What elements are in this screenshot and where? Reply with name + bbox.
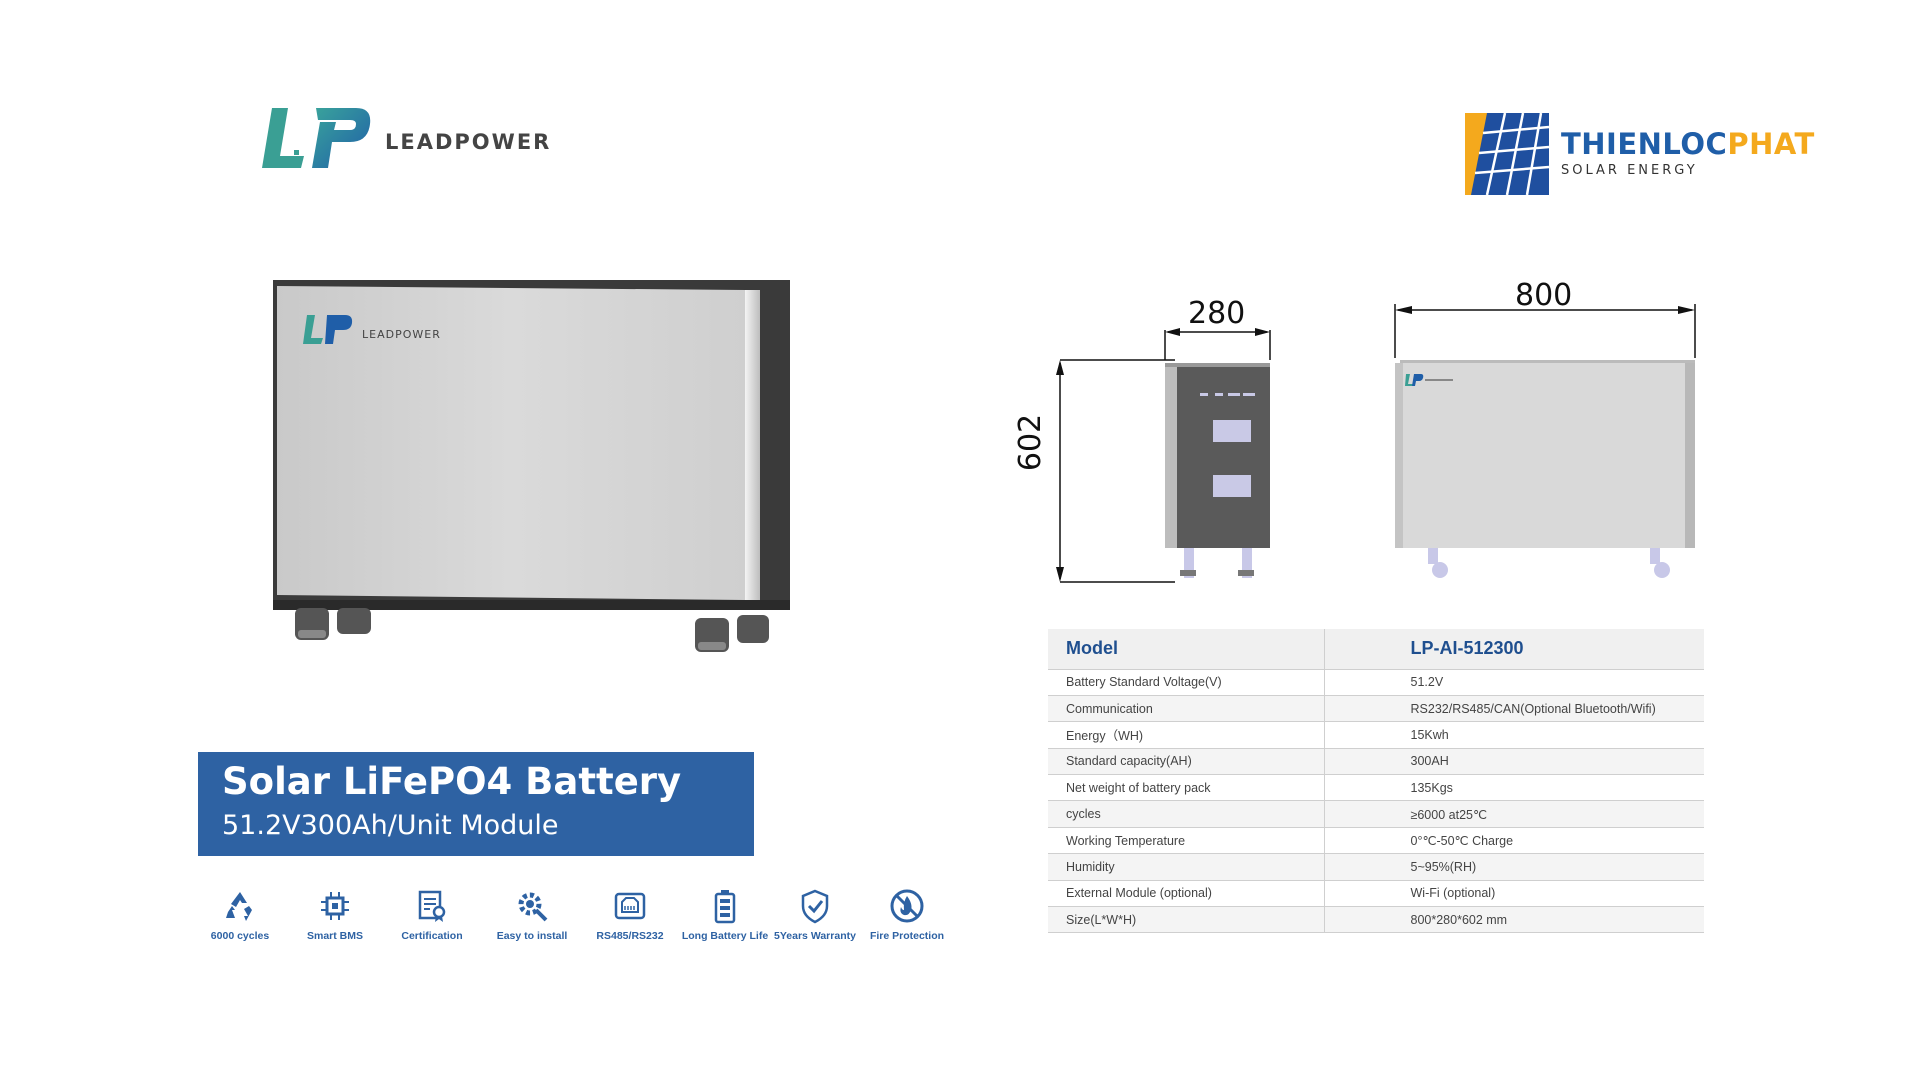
feature-item: Easy to install — [482, 888, 582, 942]
table-row: Battery Standard Voltage(V)51.2V — [1048, 669, 1704, 696]
spec-header-model: LP-AI-512300 — [1324, 629, 1704, 670]
solar-panel-icon — [1465, 112, 1550, 196]
feature-item: RS485/RS232 — [580, 888, 680, 942]
feature-label: RS485/RS232 — [596, 930, 664, 942]
spec-key: Energy（WH) — [1048, 721, 1325, 749]
dim-length-label: 800 — [1515, 278, 1573, 313]
leadpower-logo: LEADPOWER — [260, 100, 560, 180]
spec-key: Battery Standard Voltage(V) — [1048, 669, 1325, 696]
spec-table: Model LP-AI-512300 Battery Standard Volt… — [1048, 629, 1704, 934]
feature-item: Fire Protection — [857, 888, 957, 942]
product-front-logo-text: LEADPOWER — [362, 328, 441, 341]
spec-key: Communication — [1048, 695, 1325, 723]
feature-label: 6000 cycles — [210, 930, 270, 942]
table-row: cycles≥6000 at25℃ — [1048, 800, 1704, 828]
spec-value: Wi-Fi (optional) — [1324, 880, 1704, 908]
feature-label: Certification — [401, 930, 463, 942]
port-icon — [614, 892, 646, 920]
spec-value: 800*280*602 mm — [1324, 906, 1704, 934]
feature-label: Smart BMS — [306, 930, 363, 942]
spec-key: cycles — [1048, 800, 1325, 828]
feature-item: Smart BMS — [285, 888, 385, 942]
spec-header-label: Model — [1048, 629, 1325, 670]
spec-key: Size(L*W*H) — [1048, 906, 1325, 934]
battery-icon — [714, 890, 736, 924]
spec-value: 15Kwh — [1324, 721, 1704, 749]
spec-table-header: Model LP-AI-512300 — [1048, 629, 1704, 670]
feature-item: Certification — [382, 888, 482, 942]
title-banner: Solar LiFePO4 Battery 51.2V300Ah/Unit Mo… — [198, 752, 754, 856]
battery-product-image: LEADPOWER — [265, 270, 795, 660]
brand-name-part2: PHAT — [1727, 127, 1815, 161]
table-row: External Module (optional)Wi-Fi (optiona… — [1048, 880, 1704, 908]
front-view-drawing — [1394, 304, 1696, 578]
thienlocphat-logo: THIENLOCPHAT SOLAR ENERGY — [1465, 112, 1825, 196]
spec-key: Humidity — [1048, 853, 1325, 881]
thienlocphat-name: THIENLOCPHAT — [1561, 127, 1815, 161]
product-title: Solar LiFePO4 Battery — [222, 760, 682, 803]
brand-name-part1: THIENLOC — [1561, 127, 1728, 161]
feature-label: Easy to install — [496, 930, 568, 942]
lp-logo-mark-icon — [262, 108, 371, 168]
chip-icon — [321, 892, 349, 920]
spec-value: 5~95%(RH) — [1324, 853, 1704, 881]
spec-key: Standard capacity(AH) — [1048, 748, 1325, 776]
table-row: Standard capacity(AH)300AH — [1048, 748, 1704, 776]
feature-icons-row: 6000 cycles Smart BMS Certification Easy… — [200, 888, 960, 948]
dimension-drawings: 280 800 602 — [1010, 270, 1710, 590]
table-row: Energy（WH)15Kwh — [1048, 721, 1704, 749]
dim-width-label: 280 — [1188, 296, 1246, 331]
recycle-icon — [226, 892, 252, 921]
spec-key: Working Temperature — [1048, 827, 1325, 855]
side-view-drawing — [1056, 328, 1271, 583]
table-row: Size(L*W*H)800*280*602 mm — [1048, 906, 1704, 934]
feature-label: Fire Protection — [869, 930, 945, 942]
product-subtitle: 51.2V300Ah/Unit Module — [222, 810, 559, 841]
no-fire-icon — [890, 889, 924, 923]
feature-label: 5Years Warranty — [774, 930, 856, 942]
feature-label: Long Battery Life — [681, 930, 769, 942]
gear-icon — [518, 892, 548, 922]
spec-value: 135Kgs — [1324, 774, 1704, 802]
spec-key: External Module (optional) — [1048, 880, 1325, 908]
spec-value: 300AH — [1324, 748, 1704, 776]
feature-item: 5Years Warranty — [765, 888, 865, 942]
leadpower-wordmark: LEADPOWER — [385, 130, 552, 154]
spec-key: Net weight of battery pack — [1048, 774, 1325, 802]
spec-value: 51.2V — [1324, 669, 1704, 696]
brand-subtitle: SOLAR ENERGY — [1561, 163, 1698, 178]
shield-check-icon — [801, 889, 829, 924]
certificate-icon — [418, 890, 446, 922]
spec-value: ≥6000 at25℃ — [1324, 800, 1704, 828]
spec-value: 0°℃-50℃ Charge — [1324, 827, 1704, 855]
feature-item: 6000 cycles — [190, 888, 290, 942]
feature-item: Long Battery Life — [675, 888, 775, 942]
spec-value: RS232/RS485/CAN(Optional Bluetooth/Wifi) — [1324, 695, 1704, 723]
dim-height-label: 602 — [1013, 413, 1049, 472]
